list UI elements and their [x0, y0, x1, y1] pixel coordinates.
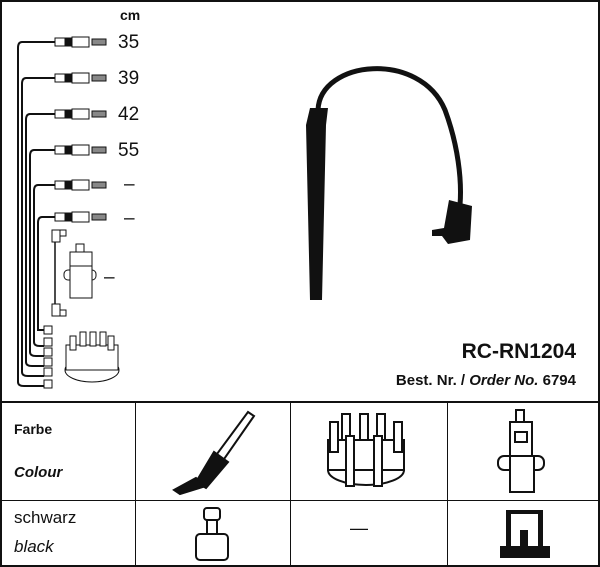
- column-divider: [447, 401, 448, 567]
- column-divider: [135, 401, 136, 567]
- cable-length-4: 55: [118, 140, 140, 161]
- order-prefix-de: Best. Nr. /: [395, 372, 466, 389]
- colour-de: schwarz: [14, 508, 77, 527]
- plug-boot-icon: [195, 507, 229, 561]
- coil-cable-length: –: [104, 267, 115, 288]
- order-number-line: Best. Nr. / Order No. 6794: [396, 372, 576, 389]
- ignition-coil-icon: [497, 409, 545, 493]
- distributor-connector-none: —: [350, 518, 368, 538]
- distributor-cap-icon: [327, 413, 405, 487]
- cable-length-6: –: [124, 208, 135, 229]
- spark-plug-icon: [172, 410, 256, 496]
- coil-boot-icon: [500, 510, 550, 558]
- header-farbe: Farbe: [14, 421, 53, 437]
- column-divider: [290, 401, 291, 567]
- colour-en: black: [14, 537, 54, 556]
- main-ignition-cable: [306, 66, 472, 300]
- header-colour: Colour: [14, 464, 63, 481]
- product-code: RC-RN1204: [461, 340, 576, 363]
- cable-length-5: –: [124, 174, 135, 195]
- cable-length-3: 42: [118, 104, 140, 125]
- order-number: 6794: [542, 372, 576, 389]
- spark-plug-connectors: [54, 36, 107, 223]
- cable-length-2: 39: [118, 68, 140, 89]
- unit-label: cm: [120, 7, 141, 23]
- cable-length-1: 35: [118, 32, 140, 53]
- table-row-divider: [0, 500, 600, 501]
- table-top-border: [0, 401, 600, 403]
- order-prefix-en: Order No.: [469, 372, 539, 389]
